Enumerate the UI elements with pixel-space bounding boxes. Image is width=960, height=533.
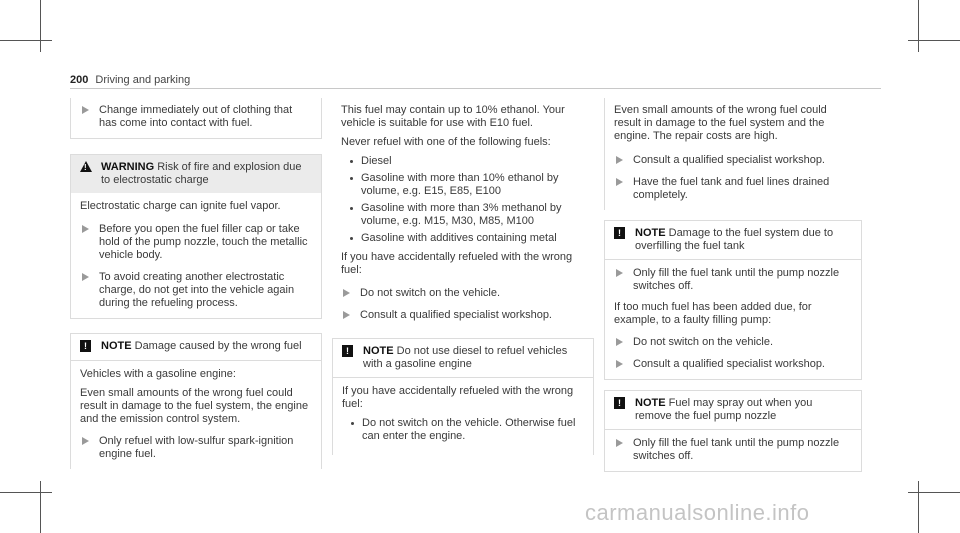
note-exclamation-icon: ! <box>342 345 353 357</box>
step-text: Have the fuel tank and fuel lines draine… <box>633 176 830 201</box>
page-number: 200 <box>70 74 89 86</box>
bullet-item: Gasoline with more than 3% methanol by v… <box>349 202 585 228</box>
step-item: Consult a qualified specialist workshop. <box>341 309 585 322</box>
crop-mark <box>918 0 919 52</box>
note-label: NOTE <box>635 397 666 409</box>
note-body: If you have accidentally refueled with t… <box>333 377 593 455</box>
crop-mark <box>0 40 52 41</box>
step-text: Only refuel with low-sulfur spark-igniti… <box>99 435 294 460</box>
note-paragraph: Vehicles with a gasoline engine: <box>80 368 236 380</box>
step-text: Consult a qualified specialist workshop. <box>633 154 825 166</box>
bullet-item: Gasoline with more than 10% ethanol by v… <box>349 172 585 198</box>
note-label: NOTE <box>101 340 132 352</box>
step-text: Only fill the fuel tank until the pump n… <box>633 267 840 292</box>
warning-title: Risk of fire and explosion due to electr… <box>101 161 302 186</box>
note-exclamation-icon: ! <box>614 227 625 239</box>
step-arrow-icon <box>82 106 89 114</box>
step-arrow-icon <box>82 273 89 281</box>
note-paragraph: If too much fuel has been added due, for… <box>614 301 812 326</box>
step-item: Have the fuel tank and fuel lines draine… <box>614 176 853 202</box>
step-text: Do not switch on the vehicle. <box>360 287 501 299</box>
bullet-item: Do not switch on the vehicle. Otherwise … <box>350 417 584 443</box>
note-box: ! NOTE Do not use diesel to refuel vehic… <box>332 338 594 455</box>
step-item: Only refuel with low-sulfur spark-igniti… <box>80 435 312 461</box>
warning-triangle-icon <box>80 161 92 172</box>
step-arrow-icon <box>616 178 623 186</box>
column-2: This fuel may contain up to 10% ethanol.… <box>332 98 594 455</box>
warning-body: Electrostatic charge can ignite fuel vap… <box>71 193 321 318</box>
bullet-item: Gasoline with additives containing metal <box>349 232 585 245</box>
note-body: Only fill the fuel tank until the pump n… <box>605 429 861 471</box>
step-text: Only fill the fuel tank until the pump n… <box>633 437 840 462</box>
fuel-paragraph: If you have accidentally refueled with t… <box>341 251 573 276</box>
fuel-paragraph: Never refuel with one of the following f… <box>341 136 551 148</box>
step-item: Consult a qualified specialist workshop. <box>614 358 852 371</box>
note-header: ! NOTE Fuel may spray out when you remov… <box>605 391 861 429</box>
note-title: Do not use diesel to refuel vehicles wit… <box>363 345 568 370</box>
column-1: Change immediately out of clothing that … <box>70 98 322 469</box>
note-box: ! NOTE Damage to the fuel system due to … <box>604 220 862 380</box>
step-arrow-icon <box>343 311 350 319</box>
step-text: Change immediately out of clothing that … <box>99 104 293 129</box>
crop-mark <box>40 481 41 533</box>
step-text: To avoid creating another electrostatic … <box>99 271 295 309</box>
step-item: To avoid creating another electrostatic … <box>80 271 312 310</box>
step-item: Only fill the fuel tank until the pump n… <box>614 437 852 463</box>
note-exclamation-icon: ! <box>80 340 91 352</box>
step-arrow-icon <box>616 338 623 346</box>
step-item: Only fill the fuel tank until the pump n… <box>614 267 852 293</box>
note-title: Damage to the fuel system due to overfil… <box>635 227 834 252</box>
top-step-box: Change immediately out of clothing that … <box>70 98 322 139</box>
note-label: NOTE <box>363 345 394 357</box>
note-label: NOTE <box>635 227 666 239</box>
crop-mark <box>908 40 960 41</box>
step-arrow-icon <box>616 269 623 277</box>
section-title: Driving and parking <box>95 74 191 86</box>
header-rule <box>70 88 881 89</box>
fuel-paragraph: This fuel may contain up to 10% ethanol.… <box>341 104 565 129</box>
warning-intro: Electrostatic charge can ignite fuel vap… <box>80 200 281 212</box>
damage-paragraph: Even small amounts of the wrong fuel cou… <box>614 104 827 142</box>
step-item: Consult a qualified specialist workshop. <box>614 154 853 167</box>
note-header: ! NOTE Damage to the fuel system due to … <box>605 221 861 259</box>
warning-box: WARNING Risk of fire and explosion due t… <box>70 154 322 319</box>
crop-mark <box>908 492 960 493</box>
note-body: Only fill the fuel tank until the pump n… <box>605 259 861 379</box>
warning-label: WARNING <box>101 161 155 173</box>
note-body: Vehicles with a gasoline engine: Even sm… <box>71 360 321 469</box>
column-3: Even small amounts of the wrong fuel cou… <box>604 98 862 472</box>
step-arrow-icon <box>616 360 623 368</box>
damage-info-block: Even small amounts of the wrong fuel cou… <box>604 98 862 210</box>
note-header: ! NOTE Damage caused by the wrong fuel <box>71 334 321 360</box>
step-item: Change immediately out of clothing that … <box>80 104 312 130</box>
step-text: Consult a qualified specialist workshop. <box>633 358 825 370</box>
step-item: Before you open the fuel filler cap or t… <box>80 223 312 262</box>
note-title: Fuel may spray out when you remove the f… <box>635 397 813 422</box>
step-arrow-icon <box>343 289 350 297</box>
step-text: Do not switch on the vehicle. <box>633 336 774 348</box>
page-header: 200 Driving and parking <box>70 74 881 88</box>
step-text: Consult a qualified specialist workshop. <box>360 309 552 321</box>
note-paragraph: If you have accidentally refueled with t… <box>342 385 574 410</box>
step-item: Do not switch on the vehicle. <box>614 336 852 349</box>
crop-mark <box>918 481 919 533</box>
fuel-info-block: This fuel may contain up to 10% ethanol.… <box>332 98 594 330</box>
step-arrow-icon <box>616 156 623 164</box>
note-header: ! NOTE Do not use diesel to refuel vehic… <box>333 339 593 377</box>
step-item: Do not switch on the vehicle. <box>341 287 585 300</box>
step-text: Before you open the fuel filler cap or t… <box>99 223 308 261</box>
step-arrow-icon <box>616 439 623 447</box>
note-box: ! NOTE Damage caused by the wrong fuel V… <box>70 333 322 469</box>
crop-mark <box>40 0 41 52</box>
crop-mark <box>0 492 52 493</box>
note-exclamation-icon: ! <box>614 397 625 409</box>
note-box: ! NOTE Fuel may spray out when you remov… <box>604 390 862 472</box>
step-arrow-icon <box>82 225 89 233</box>
step-arrow-icon <box>82 437 89 445</box>
note-paragraph: Even small amounts of the wrong fuel cou… <box>80 387 309 425</box>
warning-header: WARNING Risk of fire and explosion due t… <box>71 155 321 193</box>
note-title: Damage caused by the wrong fuel <box>134 340 302 352</box>
watermark-text: carmanualsonline.info <box>585 500 810 525</box>
bullet-item: Diesel <box>349 155 585 168</box>
